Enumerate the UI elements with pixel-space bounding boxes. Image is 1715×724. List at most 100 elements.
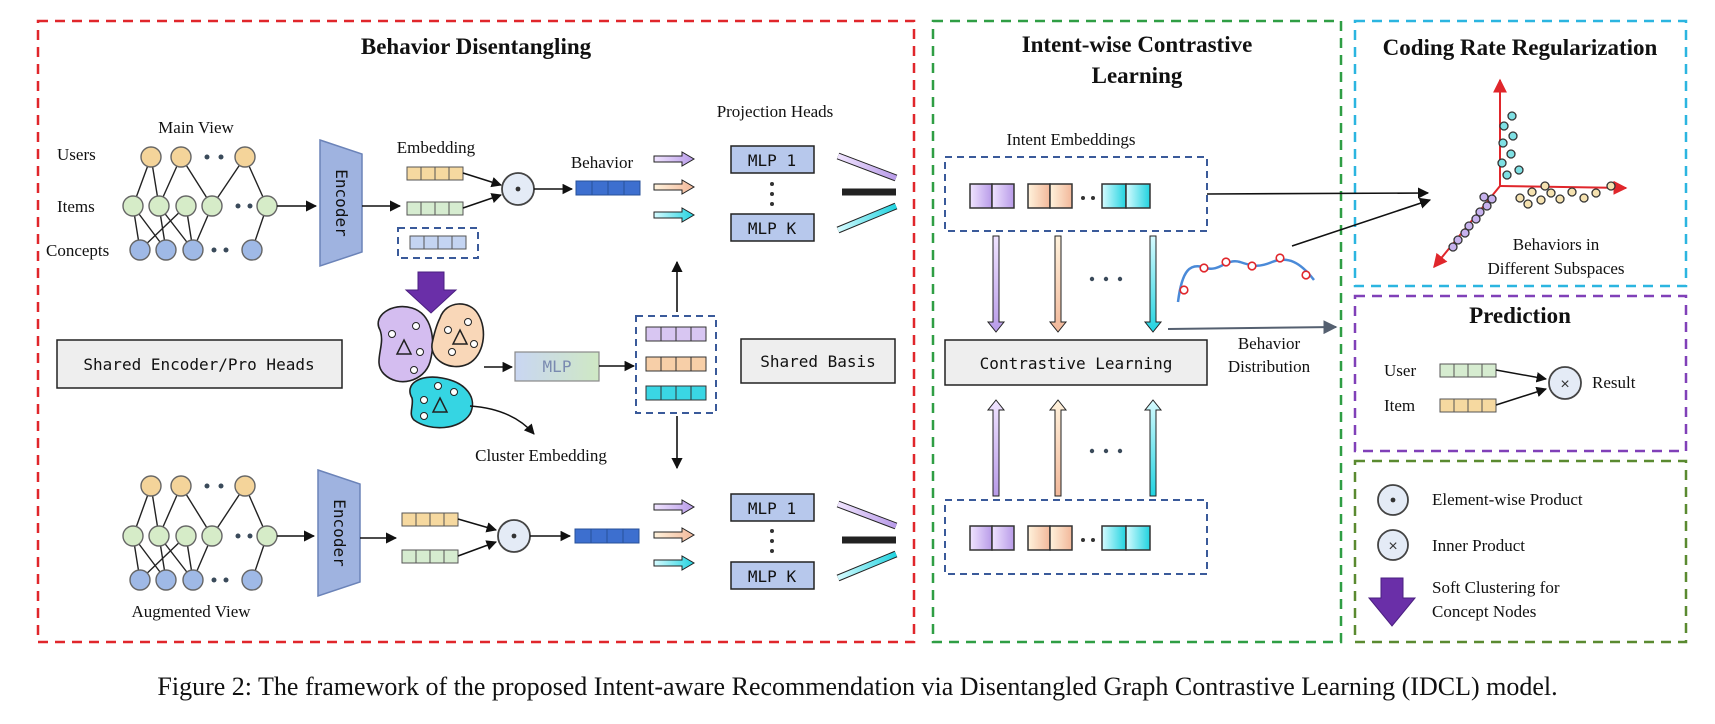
behavior-vector-main: [575, 180, 641, 196]
cluster-blob-peach: [431, 303, 485, 368]
aug-embedding-user-vector: [401, 512, 459, 527]
embedding-item-vector: [406, 201, 464, 216]
intent-up-ellipsis: [1089, 448, 1123, 454]
label-items: Items: [57, 197, 95, 216]
embedding-concept-vector: [409, 235, 467, 250]
legend-elementwise-label: Element-wise Product: [1432, 490, 1583, 509]
projection-arrows-aug: [653, 499, 695, 571]
label-concepts: Concepts: [46, 241, 109, 260]
svg-text:×: ×: [1560, 376, 1569, 393]
contrastive-learning-box: [944, 339, 1208, 386]
main-item-nodes: [122, 195, 278, 217]
aug-user-nodes: [140, 475, 256, 497]
prediction-user-vector: [1439, 363, 1497, 378]
title-behavior-disentangling: Behavior Disentangling: [361, 34, 592, 59]
shared-encoder-label: Shared Encoder/Pro Heads: [83, 355, 314, 374]
legend-soft-clustering-label-2: Concept Nodes: [1432, 602, 1536, 621]
intent-embeddings-bottom-row: [969, 525, 1151, 551]
soft-clustering-arrow: [404, 271, 458, 314]
embedding-user-vector: [406, 166, 464, 181]
label-behavior-distribution-2: Distribution: [1228, 357, 1311, 376]
label-augmented-view: Augmented View: [131, 602, 251, 621]
mlpk-aug-label: MLP K: [748, 567, 797, 586]
framework-diagram: Behavior Disentangling Intent-wise Contr…: [36, 19, 1688, 644]
mlp1-aug-label: MLP 1: [748, 499, 796, 518]
intent-down-ellipsis: [1089, 276, 1123, 282]
intent-embeddings-top-row: [969, 183, 1151, 209]
shared-basis-group: [635, 315, 717, 414]
label-intent-embeddings: Intent Embeddings: [1007, 130, 1136, 149]
label-behaviors-subspaces-2: Different Subspaces: [1487, 259, 1624, 278]
figure-caption: Figure 2: The framework of the proposed …: [157, 672, 1558, 701]
intent-up-arrows: [986, 399, 1163, 497]
title-coding-rate: Coding Rate Regularization: [1383, 35, 1658, 60]
aug-embedding-item-vector: [401, 549, 459, 564]
label-cluster-embedding: Cluster Embedding: [475, 446, 607, 465]
cluster-embedding-pointer: [469, 405, 535, 435]
cluster-mlp-label: MLP: [543, 357, 572, 376]
legend-soft-clustering-label-1: Soft Clustering for: [1432, 578, 1560, 597]
subspace-points-horizontal: [1515, 181, 1616, 209]
intent-to-coding-arrow: [1206, 187, 1430, 199]
mlp1-main-label: MLP 1: [748, 151, 796, 170]
encoder-main-label: Encoder: [332, 169, 351, 237]
label-behavior-distribution-1: Behavior: [1238, 334, 1301, 353]
intent-down-arrows: [986, 235, 1163, 333]
label-embedding: Embedding: [397, 138, 476, 157]
svg-text:×: ×: [1388, 538, 1397, 555]
aug-item-to-product: [457, 540, 497, 557]
shared-encoder-box: [56, 339, 343, 389]
main-concept-nodes: [129, 239, 263, 261]
label-users: Users: [57, 145, 96, 164]
mlp1-main: [730, 145, 815, 174]
prediction-item-arrow: [1495, 386, 1548, 406]
basis-vector-cyan: [645, 385, 707, 401]
behavior-distribution-curve: [1176, 258, 1315, 303]
title-intent-contrastive-line2: Learning: [1092, 63, 1183, 88]
legend-inner-label: Inner Product: [1432, 536, 1525, 555]
legend-inner-icon: [1377, 529, 1409, 561]
mlpk-main-label: MLP K: [748, 219, 797, 238]
basis-vector-purple: [645, 326, 707, 342]
distribution-to-coding-arrow: [1291, 197, 1432, 247]
converge-arrows-aug: [836, 500, 898, 582]
encoder-aug: [317, 468, 361, 598]
cluster-blob-purple: [377, 305, 434, 383]
inner-product-prediction: [1548, 366, 1582, 400]
behavior-vector-aug: [574, 528, 640, 544]
coding-rate-frame: [1353, 19, 1688, 288]
aug-item-nodes: [122, 525, 278, 547]
user-emb-to-product: [462, 172, 503, 188]
intent-contrastive-frame: [931, 19, 1343, 644]
mlpk-main: [730, 213, 815, 242]
subspace-points-diagonal: [1448, 192, 1497, 252]
encoder-aug-label: Encoder: [330, 499, 349, 567]
label-main-view: Main View: [158, 118, 234, 137]
converge-arrows-main: [836, 152, 898, 234]
shared-basis-box: [740, 338, 896, 384]
main-graph-ellipsis: [204, 154, 253, 253]
contrastive-to-distribution-arrow: [1167, 320, 1338, 335]
label-behavior: Behavior: [571, 153, 634, 172]
aug-user-to-product: [457, 518, 498, 533]
main-user-nodes: [140, 146, 256, 168]
label-result: Result: [1592, 373, 1636, 392]
label-prediction-user: User: [1384, 361, 1416, 380]
mlp1-aug: [730, 493, 815, 522]
title-prediction: Prediction: [1469, 303, 1571, 328]
contrastive-learning-label: Contrastive Learning: [980, 354, 1173, 373]
aug-concept-nodes: [129, 569, 263, 591]
embedding-concept-box: [397, 227, 479, 259]
aug-graph-ellipsis: [204, 483, 253, 583]
label-projection-heads: Projection Heads: [717, 102, 834, 121]
cluster-mlp-box: [514, 351, 600, 382]
prediction-user-arrow: [1495, 369, 1548, 383]
label-behaviors-subspaces-1: Behaviors in: [1513, 235, 1600, 254]
behavior-distribution-points: [1179, 253, 1311, 295]
cluster-blob-cyan: [409, 376, 474, 429]
projection-arrows-main: [653, 151, 695, 223]
title-intent-contrastive-line1: Intent-wise Contrastive: [1022, 32, 1253, 57]
encoder-main: [319, 138, 363, 268]
subspace-points-vertical: [1497, 111, 1524, 180]
prediction-frame: [1353, 294, 1688, 453]
